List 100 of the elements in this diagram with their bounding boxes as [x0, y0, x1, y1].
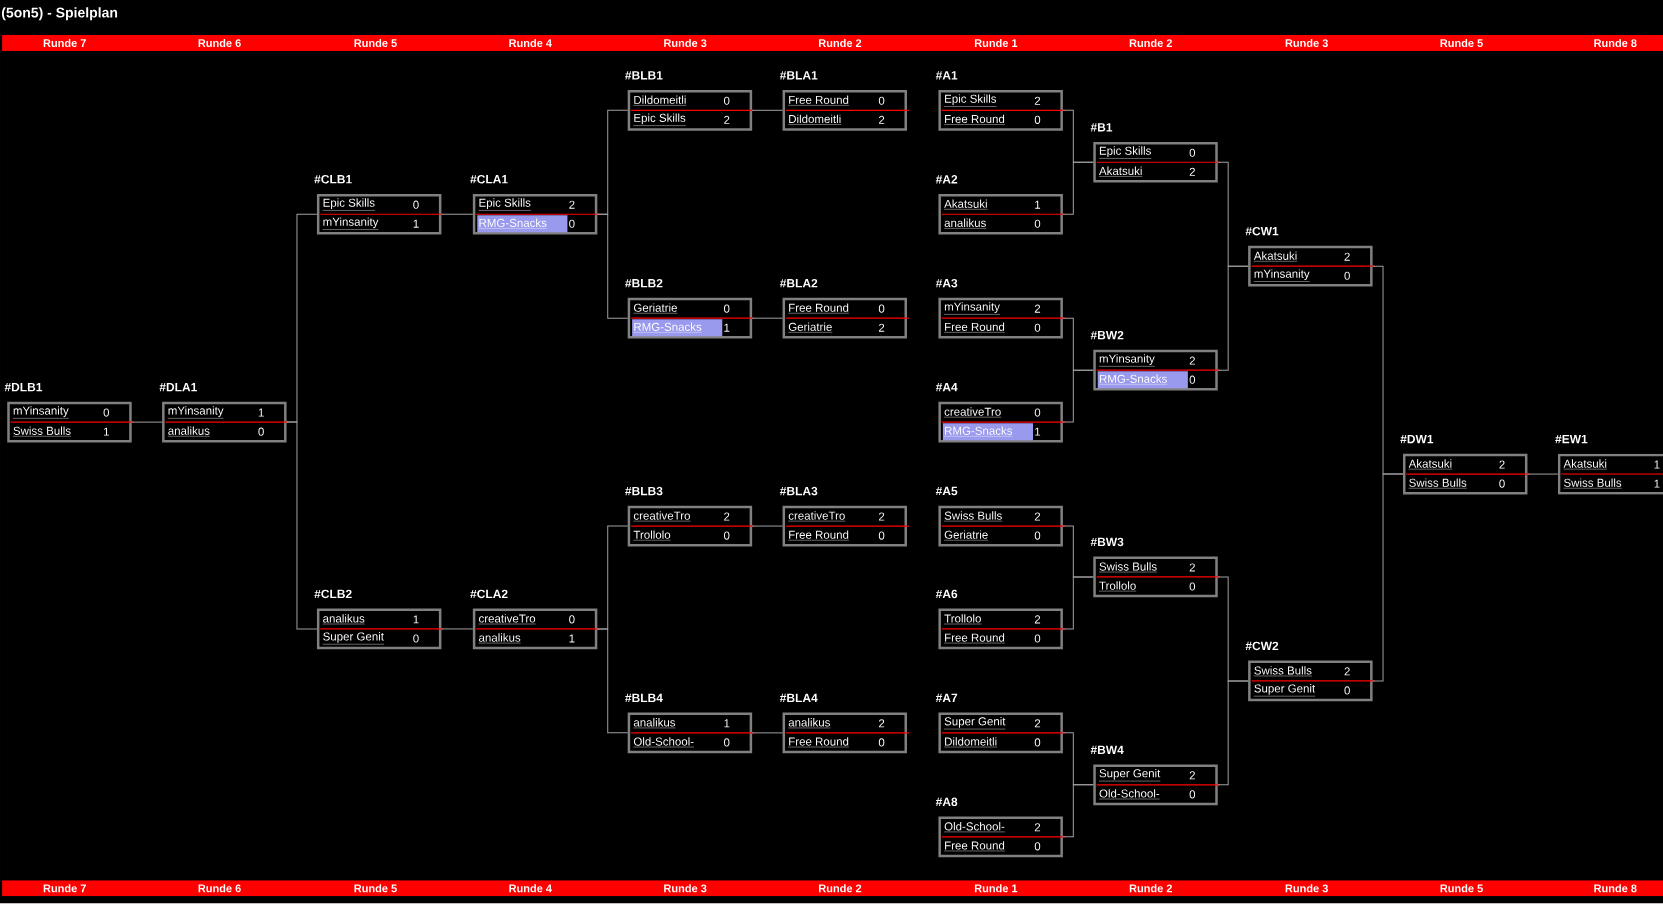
match-label: #BLB4 — [625, 693, 663, 703]
team-name: Free Round — [943, 322, 1006, 333]
team-name: Super Genit — [1098, 769, 1161, 782]
team-name: RMG-Snacks — [633, 322, 702, 333]
team-name: Akatsuki — [1563, 459, 1608, 470]
match-label: #BLB1 — [625, 71, 663, 80]
team-name: Swiss Bulls — [1563, 478, 1622, 489]
score: 0 — [1034, 219, 1041, 229]
team-name: RMG-Snacks — [943, 426, 1013, 437]
score: 0 — [724, 96, 730, 105]
match-label: #BLA3 — [779, 487, 818, 496]
score: 0 — [1344, 686, 1350, 695]
team-name: Epic Skills — [633, 113, 686, 126]
team-name: Trollolo — [943, 614, 982, 625]
score: 1 — [724, 719, 730, 728]
round-label: Runde 5 — [354, 884, 397, 893]
bracket-line — [1217, 265, 1249, 371]
round-label: Runde 3 — [1285, 39, 1328, 48]
score: 0 — [1034, 408, 1041, 417]
team-name: Trollolo — [1098, 581, 1137, 592]
score: 0 — [724, 304, 730, 313]
score: 0 — [1499, 479, 1505, 488]
bracket-line — [1062, 576, 1094, 630]
score: 0 — [1189, 148, 1196, 157]
bracket-line — [286, 421, 318, 630]
round-label: Runde 8 — [1594, 884, 1637, 893]
match-label: #A3 — [935, 279, 958, 288]
bracket-line — [1217, 680, 1249, 786]
score: 2 — [1189, 563, 1195, 572]
score: 0 — [724, 738, 730, 747]
score: 2 — [1034, 96, 1041, 105]
round-label: Runde 1 — [974, 39, 1018, 48]
round-label: Runde 5 — [354, 39, 397, 48]
round-label: Runde 3 — [664, 39, 707, 48]
score: 1 — [1035, 427, 1041, 436]
round-label: Runde 1 — [974, 884, 1018, 893]
bracket-line — [440, 213, 474, 215]
bracket-line — [1062, 369, 1094, 423]
round-label: Runde 2 — [819, 39, 862, 48]
team-name: Swiss Bulls — [943, 511, 1003, 522]
team-name: Akatsuki — [1408, 459, 1453, 470]
team-name: RMG-Snacks — [1098, 374, 1168, 385]
team-name: analikus — [322, 614, 365, 625]
team-name: Dildomeitli — [943, 737, 998, 748]
team-name: Dildomeitli — [788, 114, 842, 125]
team-name: Geriatrie — [633, 303, 678, 314]
team-name: Akatsuki — [943, 199, 988, 210]
round-label: Runde 5 — [1440, 39, 1483, 48]
team-name: Swiss Bulls — [12, 426, 72, 437]
team-name: Old-School- — [633, 737, 695, 748]
score: 0 — [1189, 375, 1196, 384]
match-label: #A4 — [935, 383, 958, 392]
score: 2 — [569, 200, 575, 209]
match-label: #BLB3 — [625, 487, 663, 496]
team-name: Free Round — [943, 633, 1006, 644]
team-name: Super Genit — [943, 717, 1006, 730]
bracket-line — [131, 421, 163, 423]
score: 0 — [724, 531, 730, 540]
bracket-line — [440, 628, 474, 630]
score: 0 — [1034, 323, 1041, 332]
round-label: Runde 8 — [1594, 39, 1637, 48]
match-label: #DW1 — [1400, 435, 1434, 444]
team-name: Old-School- — [1098, 789, 1160, 800]
match-label: #BLA1 — [779, 71, 818, 80]
bracket-line — [751, 732, 784, 734]
score: 0 — [413, 200, 419, 209]
score: 2 — [724, 116, 730, 125]
team-name: Akatsuki — [1098, 166, 1143, 177]
score: 1 — [569, 634, 575, 643]
team-name: analikus — [478, 633, 521, 644]
team-name: Super Genit — [1253, 684, 1316, 697]
score: 2 — [1034, 719, 1041, 728]
match-label: #DLB1 — [4, 383, 43, 392]
round-label: Runde 2 — [1129, 884, 1172, 893]
match-label: #A6 — [935, 589, 958, 599]
team-name: analikus — [167, 426, 211, 437]
score: 2 — [1189, 771, 1195, 780]
team-name: Trollolo — [633, 530, 671, 541]
match-label: #CW1 — [1245, 227, 1279, 236]
match-label: #B1 — [1090, 123, 1113, 132]
team-name: mYinsanity — [1098, 354, 1155, 367]
team-name: Free Round — [788, 95, 850, 106]
match-label: #CLB2 — [314, 589, 352, 599]
match-label: #BLA2 — [779, 279, 818, 288]
bracket-line — [751, 317, 784, 319]
match-label: #CLB1 — [314, 175, 352, 184]
score: 2 — [878, 323, 885, 332]
team-name: Akatsuki — [1253, 251, 1298, 262]
score: 2 — [1034, 823, 1041, 832]
bracket-line — [1526, 473, 1559, 475]
score: 2 — [1189, 168, 1195, 176]
round-label: Runde 4 — [509, 39, 552, 48]
team-name: creativeTro — [478, 614, 536, 625]
score: 0 — [878, 738, 885, 747]
score: 0 — [1189, 582, 1196, 591]
score: 2 — [1034, 512, 1041, 521]
match-label: #BW3 — [1090, 537, 1124, 547]
team-name: Old-School- — [943, 822, 1006, 833]
round-label: Runde 7 — [43, 884, 86, 893]
score: 0 — [569, 615, 575, 624]
